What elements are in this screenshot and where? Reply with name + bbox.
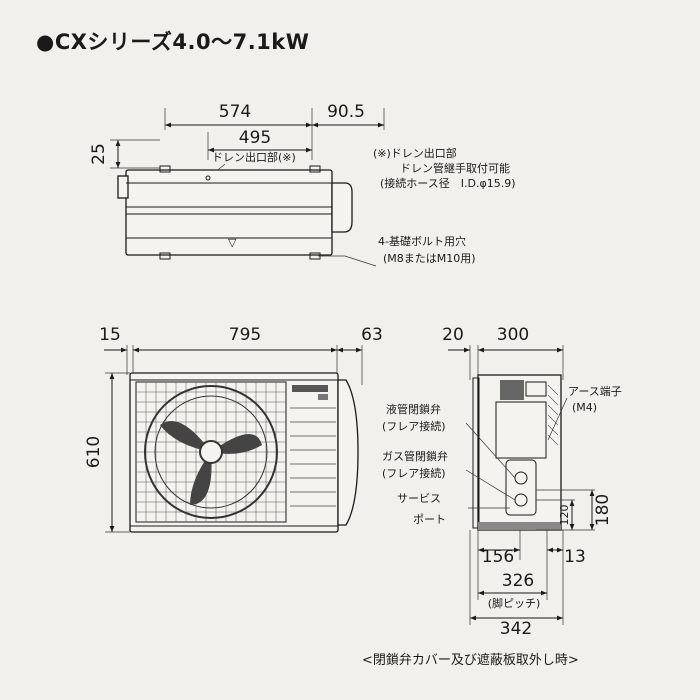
- dim-20: 20: [442, 325, 464, 345]
- dim-90-5: 90.5: [327, 102, 365, 122]
- dim-120: 120: [558, 505, 571, 526]
- liquid-valve-label-2: (フレア接続): [382, 419, 446, 433]
- top-view: 574 90.5 495 25 ドレン出口部(※) ▽: [89, 102, 516, 267]
- page-title: ●CXシリーズ4.0〜7.1kW: [36, 30, 310, 54]
- bolt-hole-label-2: (M8またはM10用): [383, 252, 476, 265]
- dim-13: 13: [564, 547, 586, 567]
- leg-pitch-label: (脚ピッチ): [488, 596, 541, 610]
- note-drain-2: ドレン管継手取付可能: [400, 161, 510, 175]
- gas-valve-label-1: ガス管閉鎖弁: [382, 449, 448, 463]
- note-drain-3: (接続ホース径 I.D.φ15.9): [380, 176, 516, 190]
- earth-terminal-label-1: アース端子: [568, 385, 622, 398]
- gas-valve-label-2: (フレア接続): [382, 466, 446, 480]
- dim-156: 156: [482, 547, 514, 567]
- dim-574: 574: [219, 102, 251, 122]
- dim-495: 495: [239, 128, 271, 148]
- bolt-hole-label-1: 4-基礎ボルト用穴: [378, 234, 466, 248]
- earth-terminal-label-2: (M4): [572, 401, 597, 414]
- dim-15: 15: [99, 325, 121, 345]
- dim-342: 342: [500, 619, 532, 639]
- dim-795: 795: [229, 325, 261, 345]
- service-port-label-1: サービス: [397, 492, 441, 505]
- dim-610: 610: [84, 436, 104, 468]
- dim-180: 180: [593, 494, 613, 526]
- note-drain-1: (※)ドレン出口部: [373, 146, 457, 160]
- dim-326: 326: [502, 571, 534, 591]
- side-view: 20 300 アース端子 (M4) 液管閉鎖弁 (フレア接続): [382, 325, 622, 639]
- front-view: 15 795 63 610: [84, 325, 383, 533]
- drain-outlet-label: ドレン出口部(※): [212, 150, 296, 164]
- dim-63: 63: [361, 325, 383, 345]
- liquid-valve-label-1: 液管閉鎖弁: [386, 402, 441, 416]
- dim-300: 300: [497, 325, 529, 345]
- service-port-label-2: ポート: [413, 513, 446, 526]
- svg-text:▽: ▽: [228, 236, 237, 249]
- footer-note: <閉鎖弁カバー及び遮蔽板取外し時>: [362, 653, 579, 668]
- dim-25: 25: [89, 143, 109, 165]
